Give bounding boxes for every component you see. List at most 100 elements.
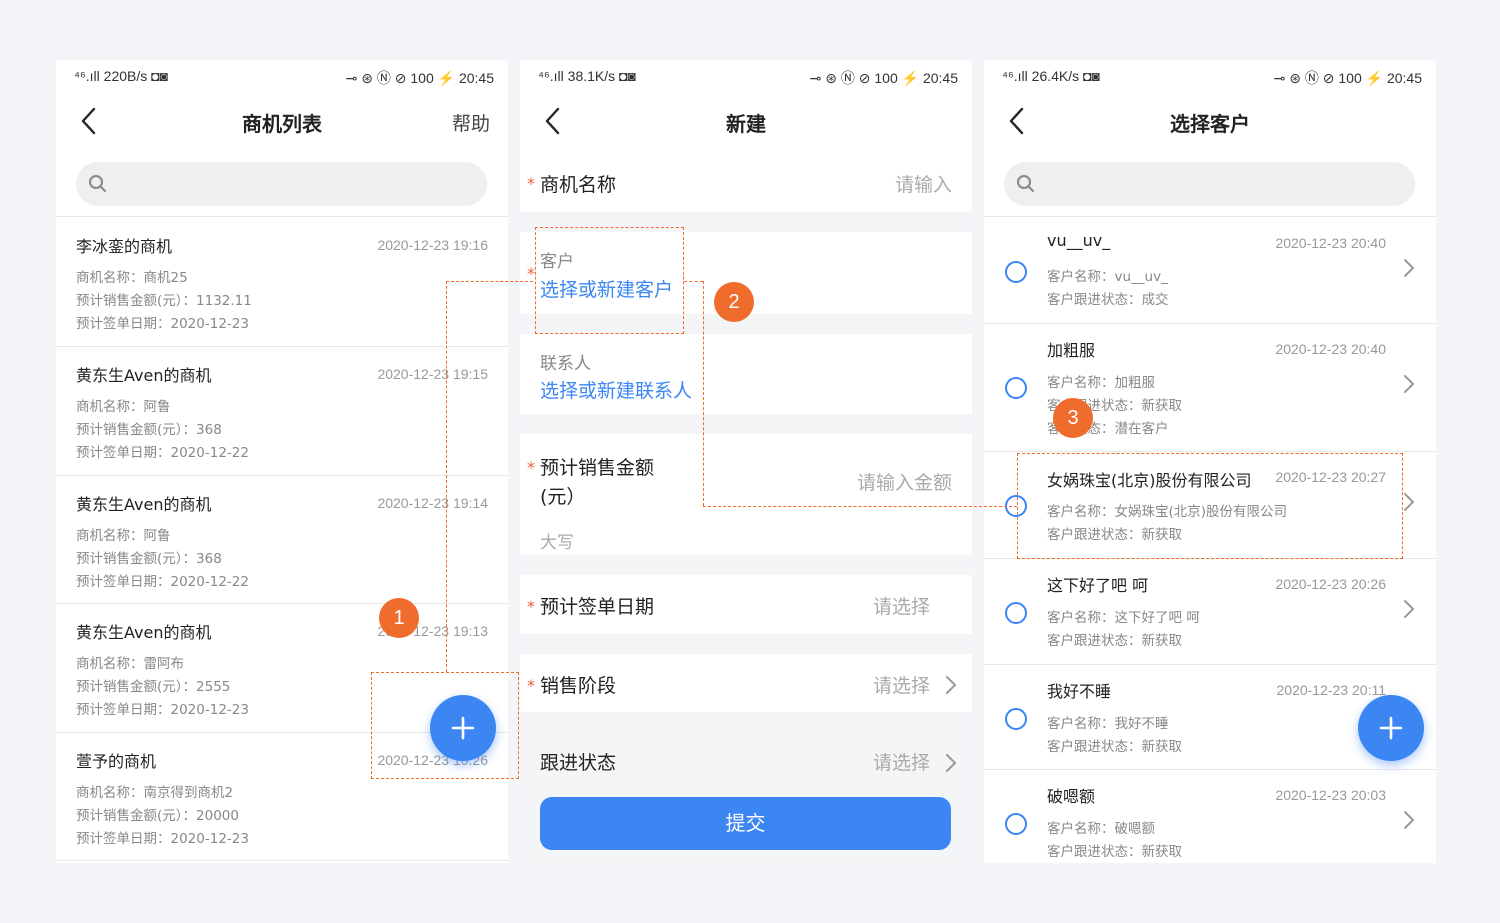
item-sign-date: 预计签单日期：2020-12-22 xyxy=(76,445,249,461)
customer-name-line: 客户名称：vu__uv_ xyxy=(1047,269,1168,285)
step-badge-1: 1 xyxy=(379,598,419,638)
chevron-right-icon xyxy=(946,754,957,772)
search-icon xyxy=(89,175,106,192)
customer-status-line: 客户跟进状态：新获取 xyxy=(1047,739,1182,755)
item-title: 黄东生Aven的商机 xyxy=(76,495,212,514)
customer-name-line: 客户名称：加粗服 xyxy=(1047,375,1155,391)
status-bar: ⁴⁶.ıll 220B/s ◘◙ ⊸ ⊛ Ⓝ ⊘ 100 ⚡ 20:45 xyxy=(56,60,508,90)
add-customer-button[interactable] xyxy=(1358,695,1424,761)
amount-caps: 大写 xyxy=(540,533,574,553)
customer-time: 2020-12-23 20:11 xyxy=(1276,682,1387,698)
connector-line xyxy=(446,281,533,282)
select-customer-screen: ⁴⁶.ıll 26.4K/s ◘◙ ⊸ ⊛ Ⓝ ⊘ 100 ⚡ 20:45 选择… xyxy=(984,60,1436,863)
customer-item[interactable]: 破嗯额 2020-12-23 20:03 客户名称：破嗯额 客户跟进状态：新获取 xyxy=(984,769,1436,863)
customer-title: vu__uv_ xyxy=(1047,231,1111,250)
item-title: 萱予的商机 xyxy=(76,752,157,771)
select-contact-link[interactable]: 选择或新建联系人 xyxy=(540,380,693,402)
divider xyxy=(56,346,508,347)
status-bar: ⁴⁶.ıll 38.1K/s ◘◙ ⊸ ⊛ Ⓝ ⊘ 100 ⚡ 20:45 xyxy=(520,60,972,90)
submit-button[interactable]: 提交 xyxy=(540,797,951,850)
item-opp-name: 商机名称：阿鲁 xyxy=(76,399,171,415)
radio-button[interactable] xyxy=(1005,261,1027,283)
list-item[interactable]: 黄东生Aven的商机 2020-12-23 19:15 商机名称：阿鲁 预计销售… xyxy=(56,346,508,475)
customer-item[interactable]: 加粗服 2020-12-23 20:40 客户名称：加粗服 客户跟进状态：新获取… xyxy=(984,323,1436,451)
customer-title: 加粗服 xyxy=(1047,341,1096,360)
item-amount: 预计销售金额(元）：1132.11 xyxy=(76,293,252,309)
opp-name-field[interactable]: * 商机名称 请输入 xyxy=(520,152,972,212)
customer-status-line: 客户跟进状态：新获取 xyxy=(1047,527,1182,543)
list-item[interactable]: 黄东生Aven的商机 2020-12-23 19:14 商机名称：阿鲁 预计销售… xyxy=(56,475,508,604)
list-item[interactable]: 萱予的商机 2020-12-23 10:26 商机名称：南京得到商机2 预计销售… xyxy=(56,732,508,861)
item-amount: 预计销售金额(元）：368 xyxy=(76,422,222,438)
radio-button[interactable] xyxy=(1005,708,1027,730)
item-opp-name: 商机名称：南京得到商机2 xyxy=(76,785,234,801)
new-opportunity-screen: ⁴⁶.ıll 38.1K/s ◘◙ ⊸ ⊛ Ⓝ ⊘ 100 ⚡ 20:45 新建… xyxy=(520,60,972,863)
plus-icon xyxy=(451,716,475,740)
plus-icon xyxy=(1379,716,1403,740)
item-opp-name: 商机名称：阿鲁 xyxy=(76,528,171,544)
item-time: 2020-12-23 19:14 xyxy=(377,495,488,511)
radio-button[interactable] xyxy=(1005,813,1027,835)
divider xyxy=(984,323,1436,324)
required-mark: * xyxy=(527,676,535,695)
chevron-left-icon xyxy=(545,107,560,135)
back-button[interactable] xyxy=(78,106,100,136)
customer-status-line: 客户跟进状态：成交 xyxy=(1047,292,1169,308)
radio-button[interactable] xyxy=(1005,602,1027,624)
customer-item[interactable]: 这下好了吧 呵 2020-12-23 20:26 客户名称：这下好了吧 呵 客户… xyxy=(984,558,1436,664)
help-button[interactable]: 帮助 xyxy=(451,113,490,135)
opp-name-input[interactable]: 请输入 xyxy=(894,174,952,196)
nav-bar: 商机列表 帮助 xyxy=(56,90,508,152)
back-button[interactable] xyxy=(1006,106,1028,136)
status-right: ⊸ ⊛ Ⓝ ⊘ 100 ⚡ 20:45 xyxy=(1273,70,1422,86)
search-icon xyxy=(1017,175,1034,192)
amount-input[interactable]: 请输入金额 xyxy=(856,472,952,494)
search-input[interactable] xyxy=(1004,162,1415,206)
item-amount: 预计销售金额(元）：20000 xyxy=(76,808,239,824)
status-right: ⊸ ⊛ Ⓝ ⊘ 100 ⚡ 20:45 xyxy=(809,70,958,86)
chevron-left-icon xyxy=(1009,107,1024,135)
add-opportunity-button[interactable] xyxy=(430,695,496,761)
connector-line xyxy=(703,506,1017,507)
radio-button[interactable] xyxy=(1005,377,1027,399)
page-title: 选择客户 xyxy=(1170,112,1250,136)
divider xyxy=(56,475,508,476)
amount-field[interactable]: * 预计销售金额 (元） 请输入金额 大写 xyxy=(520,434,972,555)
step-badge-2: 2 xyxy=(714,282,754,322)
follow-status-label: 跟进状态 xyxy=(540,752,617,774)
customer-item[interactable]: 女娲珠宝(北京)股份有限公司 2020-12-23 20:27 客户名称：女娲珠… xyxy=(984,451,1436,557)
customer-name-line: 客户名称：我好不睡 xyxy=(1047,716,1169,732)
connector-line xyxy=(684,281,703,282)
status-bar: ⁴⁶.ıll 26.4K/s ◘◙ ⊸ ⊛ Ⓝ ⊘ 100 ⚡ 20:45 xyxy=(984,60,1436,90)
chevron-right-icon xyxy=(946,676,957,694)
select-customer-link[interactable]: 选择或新建客户 xyxy=(540,279,674,301)
status-left: ⁴⁶.ıll 38.1K/s ◘◙ xyxy=(538,68,636,84)
follow-status-picker[interactable]: 请选择 xyxy=(872,752,930,774)
back-button[interactable] xyxy=(542,106,564,136)
item-sign-date: 预计签单日期：2020-12-23 xyxy=(76,702,249,718)
chevron-right-icon xyxy=(1404,259,1415,277)
item-sign-date: 预计签单日期：2020-12-22 xyxy=(76,574,249,590)
customer-item[interactable]: 我好不睡 2020-12-23 20:11 客户名称：我好不睡 客户跟进状态：新… xyxy=(984,664,1436,770)
customer-title: 我好不睡 xyxy=(1047,682,1112,701)
customer-time: 2020-12-23 20:27 xyxy=(1275,469,1386,485)
list-item[interactable]: 李冰銮的商机 2020-12-23 19:16 商机名称：商机25 预计销售金额… xyxy=(56,217,508,346)
search-input[interactable] xyxy=(76,162,487,206)
customer-title: 这下好了吧 呵 xyxy=(1047,576,1149,595)
sales-stage-picker[interactable]: 请选择 xyxy=(872,675,930,697)
follow-status-field[interactable]: 跟进状态 请选择 xyxy=(520,732,972,790)
customer-item[interactable]: vu__uv_ 2020-12-23 20:40 客户名称：vu__uv_ 客户… xyxy=(984,217,1436,323)
divider xyxy=(984,769,1436,770)
required-mark: * xyxy=(527,174,535,193)
item-time: 2020-12-23 19:16 xyxy=(377,237,488,253)
sign-date-picker[interactable]: 请选择 xyxy=(872,596,930,618)
item-title: 李冰銮的商机 xyxy=(76,237,173,256)
sign-date-field[interactable]: * 预计签单日期 请选择 xyxy=(520,575,972,634)
item-opp-name: 商机名称：雷阿布 xyxy=(76,656,184,672)
item-sign-date: 预计签单日期：2020-12-23 xyxy=(76,831,249,847)
customer-status-line: 客户跟进状态：新获取 xyxy=(1047,844,1182,860)
sales-stage-field[interactable]: * 销售阶段 请选择 xyxy=(520,654,972,712)
opp-name-label: 商机名称 xyxy=(540,174,617,196)
page-title: 新建 xyxy=(726,112,766,136)
chevron-left-icon xyxy=(81,107,96,135)
